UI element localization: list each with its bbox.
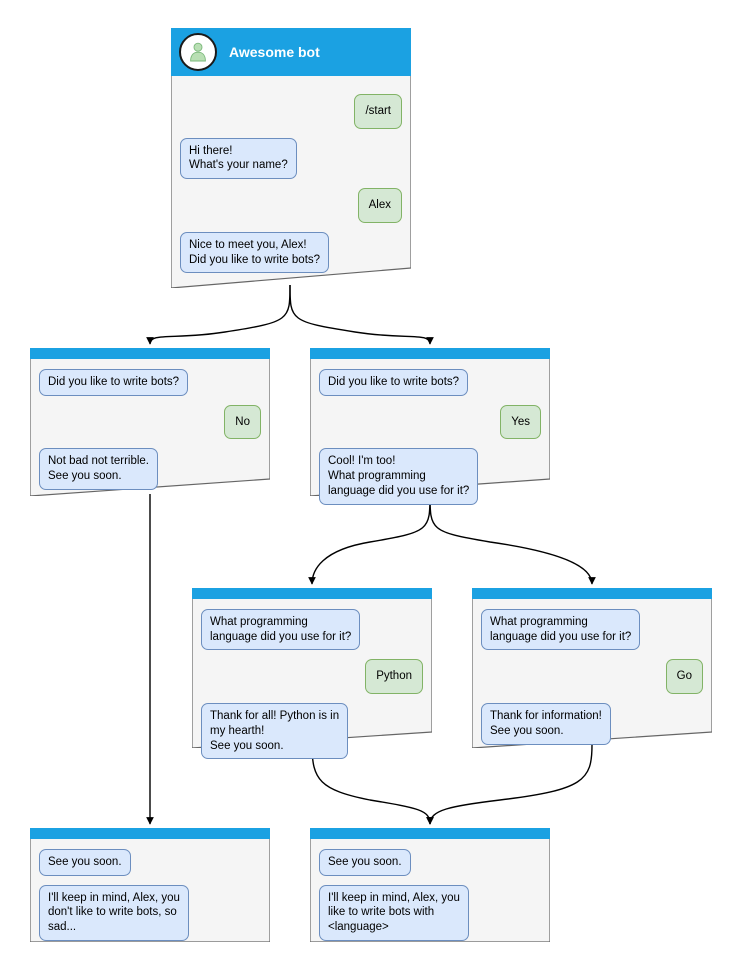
- card-body-python-branch: What programming language did you use fo…: [192, 599, 432, 768]
- card-header: [30, 828, 270, 839]
- user-message-bubble: Alex: [357, 188, 402, 223]
- card-header: [310, 828, 550, 839]
- connector-root-to-yes: [289, 284, 434, 345]
- message-row: I'll keep in mind, Alex, you don't like …: [39, 884, 261, 941]
- chat-card-python-branch[interactable]: What programming language did you use fo…: [192, 588, 432, 760]
- connector-root-to-no: [146, 284, 291, 345]
- card-body-end-happy: See you soon. I'll keep in mind, Alex, y…: [310, 839, 550, 950]
- user-message-bubble: No: [224, 404, 261, 440]
- card-header: [192, 588, 432, 599]
- bot-message-bubble: Not bad not terrible. See you soon.: [39, 448, 159, 490]
- user-message-bubble: /start: [354, 94, 402, 129]
- person-glyph: [190, 42, 206, 62]
- bot-message-bubble: See you soon.: [39, 849, 131, 876]
- message-row: Hi there! What's your name?: [180, 137, 402, 180]
- message-row: What programming language did you use fo…: [201, 609, 423, 651]
- message-row: Yes: [319, 404, 541, 440]
- bot-message-bubble: Did you like to write bots?: [39, 369, 189, 396]
- card-body-go-branch: What programming language did you use fo…: [472, 599, 712, 754]
- message-row: Not bad not terrible. See you soon.: [39, 448, 261, 490]
- card-body-root: /start Hi there! What's your name? Alex …: [171, 84, 411, 282]
- user-message-bubble: Python: [365, 659, 423, 695]
- bot-message-bubble: What programming language did you use fo…: [201, 609, 361, 651]
- person-avatar-icon: [179, 33, 217, 71]
- bot-message-bubble: Cool! I'm too! What programming language…: [319, 448, 479, 505]
- message-row: Thank for information! See you soon.: [481, 703, 703, 745]
- user-message-bubble: Yes: [500, 404, 541, 440]
- message-row: What programming language did you use fo…: [481, 609, 703, 651]
- bot-message-bubble: See you soon.: [319, 849, 411, 876]
- card-header: [30, 348, 270, 359]
- bot-message-bubble: What programming language did you use fo…: [481, 609, 641, 651]
- chat-card-no-branch[interactable]: Did you like to write bots? No Not bad n…: [30, 348, 270, 496]
- bot-message-bubble: I'll keep in mind, Alex, you don't like …: [39, 884, 189, 941]
- chat-card-end-sad[interactable]: See you soon. I'll keep in mind, Alex, y…: [30, 828, 270, 942]
- message-row: See you soon.: [319, 849, 541, 876]
- card-body-yes-branch: Did you like to write bots? Yes Cool! I'…: [310, 359, 550, 514]
- message-row: Did you like to write bots?: [319, 369, 541, 396]
- message-row: Go: [481, 659, 703, 695]
- bot-message-bubble: Did you like to write bots?: [319, 369, 469, 396]
- bot-message-bubble: Thank for information! See you soon.: [481, 703, 611, 745]
- connector-go-to-end-happy: [426, 744, 593, 825]
- message-row: Thank for all! Python is in my hearth! S…: [201, 703, 423, 760]
- bot-message-bubble: Nice to meet you, Alex! Did you like to …: [180, 231, 330, 274]
- card-header: [472, 588, 712, 599]
- card-header-root: Awesome bot: [171, 28, 411, 76]
- card-header: [310, 348, 550, 359]
- message-row: Did you like to write bots?: [39, 369, 261, 396]
- chat-card-end-happy[interactable]: See you soon. I'll keep in mind, Alex, y…: [310, 828, 550, 942]
- bot-message-bubble: Hi there! What's your name?: [180, 137, 297, 180]
- message-row: Alex: [180, 188, 402, 223]
- message-row: Nice to meet you, Alex! Did you like to …: [180, 231, 402, 274]
- message-row: /start: [180, 94, 402, 129]
- chat-card-root[interactable]: Awesome bot /start Hi there! What's your…: [171, 28, 411, 288]
- message-row: Python: [201, 659, 423, 695]
- card-body-no-branch: Did you like to write bots? No Not bad n…: [30, 359, 270, 499]
- chat-card-yes-branch[interactable]: Did you like to write bots? Yes Cool! I'…: [310, 348, 550, 505]
- user-message-bubble: Go: [665, 659, 703, 695]
- bot-title: Awesome bot: [229, 44, 320, 60]
- chat-card-go-branch[interactable]: What programming language did you use fo…: [472, 588, 712, 748]
- bot-message-bubble: Thank for all! Python is in my hearth! S…: [201, 703, 349, 760]
- message-row: See you soon.: [39, 849, 261, 876]
- bot-message-bubble: I'll keep in mind, Alex, you like to wri…: [319, 884, 469, 941]
- message-row: No: [39, 404, 261, 440]
- message-row: Cool! I'm too! What programming language…: [319, 448, 541, 505]
- message-row: I'll keep in mind, Alex, you like to wri…: [319, 884, 541, 941]
- card-body-end-sad: See you soon. I'll keep in mind, Alex, y…: [30, 839, 270, 950]
